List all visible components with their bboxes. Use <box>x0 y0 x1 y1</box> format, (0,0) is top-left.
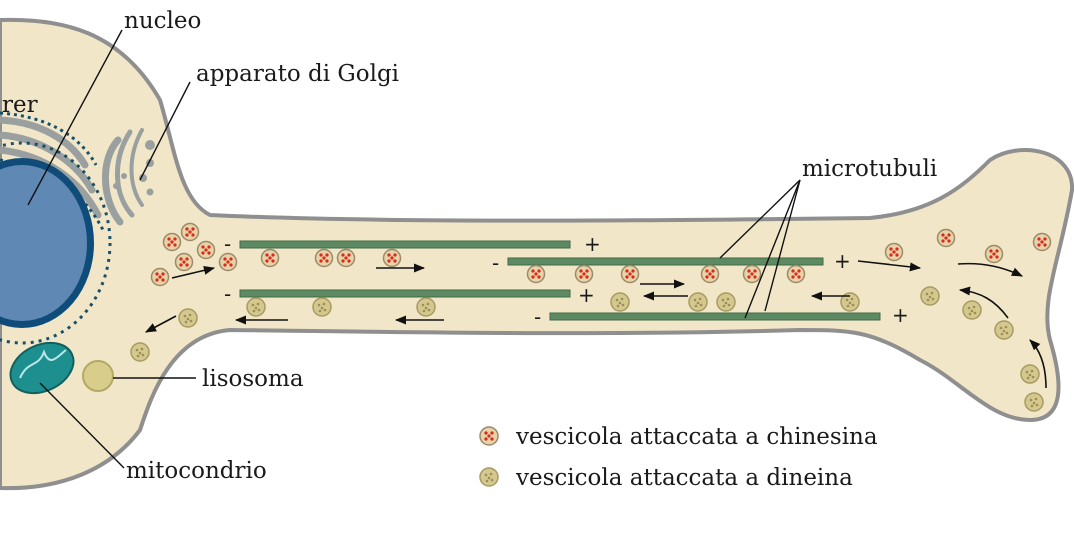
label-rer: rer <box>2 92 38 118</box>
dynein-vesicle <box>920 286 940 306</box>
kinesin-vesicle <box>620 264 640 284</box>
retrograde-arrow <box>1029 339 1047 389</box>
dynein-vesicle <box>962 300 982 320</box>
dynein-vesicle <box>1020 364 1040 384</box>
golgi-apparatus <box>102 128 155 226</box>
kinesin-vesicle <box>150 267 170 287</box>
kinesin-vesicle <box>314 248 334 268</box>
retrograde-arrow <box>958 286 1009 319</box>
retrograde-arrow <box>145 315 177 333</box>
minus-sign: - <box>492 251 499 275</box>
legend-kinesin-label: vescicola attaccata a chinesina <box>515 424 878 450</box>
kinesin-vesicle <box>479 426 499 446</box>
label-nucleus: nucleo <box>124 8 201 34</box>
lysosome <box>82 360 114 392</box>
anterograde-arrow <box>957 262 1024 277</box>
kinesin-vesicle <box>786 264 806 284</box>
dynein-vesicle <box>479 467 499 487</box>
kinesin-vesicle <box>526 264 546 284</box>
anterograde-arrow <box>171 265 216 279</box>
legend-kinesin-swatch <box>479 426 499 446</box>
microtubule-2 <box>507 257 824 266</box>
legend-dynein-swatch <box>479 467 499 487</box>
minus-sign: - <box>224 282 231 306</box>
microtubule-4 <box>549 312 881 321</box>
kinesin-vesicle <box>196 240 216 260</box>
kinesin-vesicle <box>742 264 762 284</box>
dynein-vesicle <box>1024 392 1044 412</box>
kinesin-vesicle <box>162 232 182 252</box>
plus-sign: + <box>834 249 851 273</box>
label-mitochondrion: mitocondrio <box>126 458 267 484</box>
dynein-vesicle <box>246 297 266 317</box>
anterograde-arrow <box>857 260 922 272</box>
kinesin-vesicle <box>700 264 720 284</box>
cell-membrane <box>0 17 1074 491</box>
dynein-vesicle <box>130 342 150 362</box>
label-microtubules: microtubuli <box>802 156 937 182</box>
dynein-vesicle <box>688 292 708 312</box>
legend-dynein-label: vescicola attaccata a dineina <box>515 465 853 491</box>
kinesin-vesicle <box>1032 232 1052 252</box>
nucleus <box>0 141 112 345</box>
dynein-vesicle <box>312 297 332 317</box>
microtubule-leader <box>744 179 801 319</box>
kinesin-vesicle <box>936 228 956 248</box>
label-lysosome: lisosoma <box>202 366 304 392</box>
minus-sign: - <box>534 305 541 329</box>
kinesin-vesicle <box>260 248 280 268</box>
kinesin-vesicle <box>382 248 402 268</box>
plus-sign: + <box>892 303 909 327</box>
kinesin-vesicle <box>336 248 356 268</box>
kinesin-vesicles <box>150 222 1052 287</box>
microtubule-leader <box>719 179 801 259</box>
transport-arrows <box>145 260 1047 389</box>
dynein-vesicle <box>610 292 630 312</box>
leader-lines <box>27 29 801 469</box>
plus-sign: + <box>584 232 601 256</box>
polarity-signs: - + - + - + - + <box>224 232 909 329</box>
dynein-vesicle <box>178 308 198 328</box>
golgi-leader <box>139 81 191 181</box>
legend: vescicola attaccata a chinesina vescicol… <box>479 424 878 491</box>
mitochondrion <box>9 341 75 395</box>
microtubule-leader <box>764 179 801 312</box>
kinesin-vesicle <box>180 222 200 242</box>
kinesin-vesicle <box>218 252 238 272</box>
dynein-vesicles <box>130 286 1044 412</box>
dynein-vesicle <box>716 292 736 312</box>
kinesin-vesicle <box>984 244 1004 264</box>
microtubule-3 <box>239 289 571 298</box>
kinesin-vesicle <box>174 252 194 272</box>
label-golgi: apparato di Golgi <box>196 61 399 87</box>
microtubules <box>239 240 881 321</box>
kinesin-vesicle <box>574 264 594 284</box>
minus-sign: - <box>224 232 231 256</box>
nucleus-leader <box>27 29 123 206</box>
kinesin-vesicle <box>884 242 904 262</box>
dynein-vesicle <box>416 297 436 317</box>
plus-sign: + <box>578 283 595 307</box>
dynein-vesicle <box>840 292 860 312</box>
mitochondrion-leader <box>39 382 125 469</box>
dynein-vesicle <box>994 320 1014 340</box>
microtubule-1 <box>239 240 571 249</box>
